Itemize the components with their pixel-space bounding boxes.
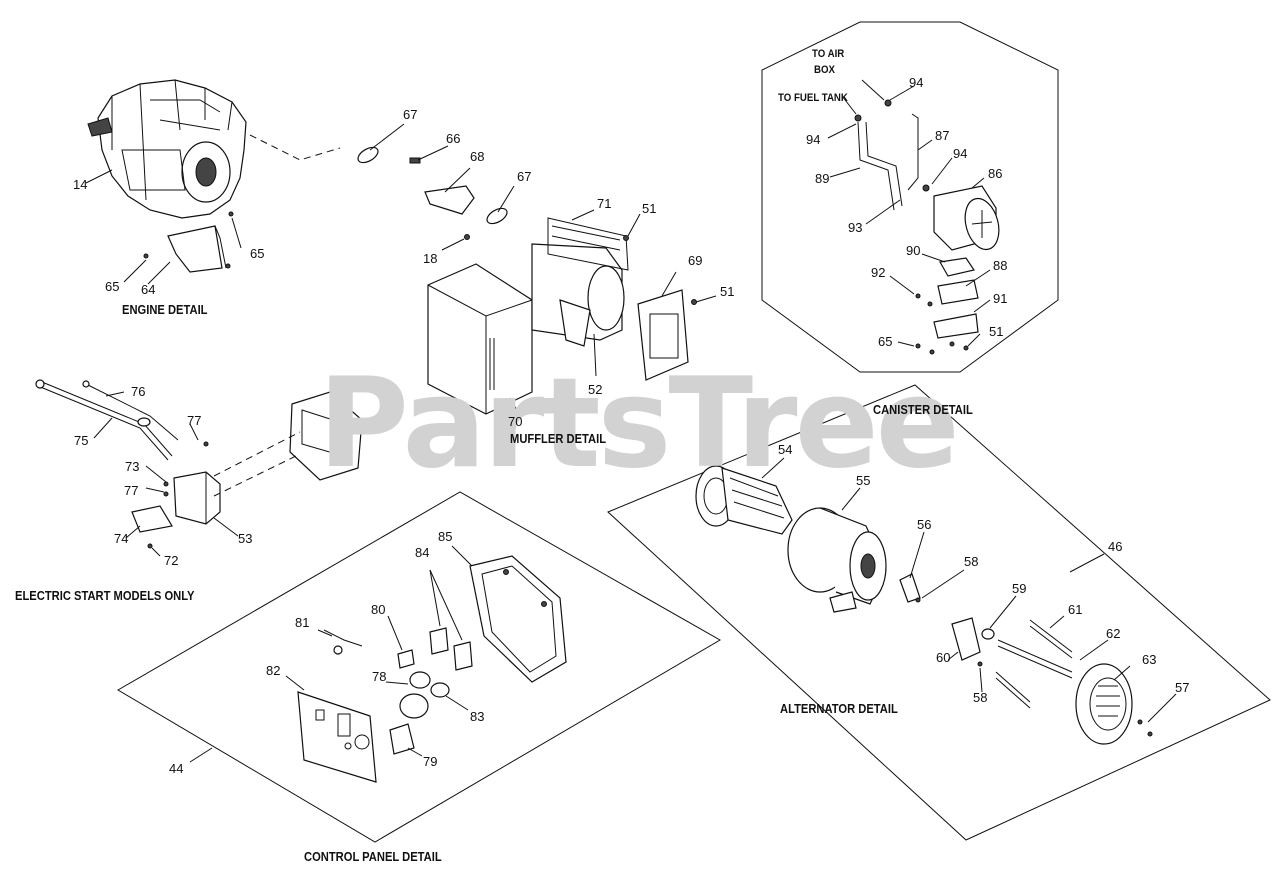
- callout-18: 18: [423, 251, 438, 266]
- canister-illustration: [854, 99, 1000, 355]
- note-to-air: TO AIR: [812, 48, 845, 60]
- callout-59: 59: [1012, 581, 1027, 596]
- callout-85: 85: [438, 529, 453, 544]
- alternator-detail-outline: [607, 384, 1271, 841]
- electric-start-leader: [213, 431, 301, 497]
- alternator-illustration: [695, 465, 1153, 745]
- callout-94: 94: [806, 132, 821, 147]
- section-title-muffler: MUFFLER DETAIL: [510, 431, 607, 446]
- canister-detail-outline: [761, 21, 1059, 373]
- callout-67: 67: [517, 169, 532, 184]
- callout-74: 74: [114, 531, 129, 546]
- callout-55: 55: [856, 473, 871, 488]
- section-title-electric-start: ELECTRIC START MODELS ONLY: [15, 588, 195, 603]
- callout-94: 94: [953, 146, 968, 161]
- callout-54: 54: [778, 442, 793, 457]
- callout-91: 91: [993, 291, 1008, 306]
- callout-93: 93: [848, 220, 863, 235]
- note-box: BOX: [814, 64, 835, 76]
- callout-70: 70: [508, 414, 523, 429]
- engine-illustration: [87, 79, 247, 273]
- section-title-alternator: ALTERNATOR DETAIL: [780, 701, 898, 716]
- callout-51: 51: [720, 284, 735, 299]
- control-panel-detail-outline: [117, 491, 721, 843]
- section-title-engine: ENGINE DETAIL: [122, 302, 208, 317]
- callout-81: 81: [295, 615, 310, 630]
- callout-14: 14: [73, 177, 88, 192]
- callout-63: 63: [1142, 652, 1157, 667]
- callout-78: 78: [372, 669, 387, 684]
- callout-65: 65: [878, 334, 893, 349]
- callout-65: 65: [105, 279, 120, 294]
- callout-84: 84: [415, 545, 430, 560]
- section-title-canister: CANISTER DETAIL: [873, 402, 973, 417]
- callout-60: 60: [936, 650, 951, 665]
- callout-90: 90: [906, 243, 921, 258]
- callout-56: 56: [917, 517, 932, 532]
- callout-71: 71: [597, 196, 612, 211]
- control-panel-illustration: [297, 555, 567, 783]
- callout-83: 83: [470, 709, 485, 724]
- callout-44: 44: [169, 761, 184, 776]
- callout-77: 77: [187, 413, 202, 428]
- callout-46: 46: [1108, 539, 1123, 554]
- callout-94: 94: [909, 75, 924, 90]
- watermark: PartsTree: [318, 352, 960, 496]
- callout-52: 52: [588, 382, 603, 397]
- callout-53: 53: [238, 531, 253, 546]
- callout-69: 69: [688, 253, 703, 268]
- callout-88: 88: [993, 258, 1008, 273]
- callout-67: 67: [403, 107, 418, 122]
- callout-57: 57: [1175, 680, 1190, 695]
- callout-68: 68: [470, 149, 485, 164]
- callout-75: 75: [74, 433, 89, 448]
- callout-64: 64: [141, 282, 156, 297]
- callout-58: 58: [973, 690, 988, 705]
- callout-58: 58: [964, 554, 979, 569]
- callout-76: 76: [131, 384, 146, 399]
- note-to-fuel-tank: TO FUEL TANK: [778, 92, 848, 104]
- callout-77: 77: [124, 483, 139, 498]
- electric-start-illustration: [35, 379, 363, 549]
- callout-62: 62: [1106, 626, 1121, 641]
- callout-61: 61: [1068, 602, 1083, 617]
- callout-89: 89: [815, 171, 830, 186]
- callout-79: 79: [423, 754, 438, 769]
- engine-muffler-leader: [249, 134, 341, 161]
- callout-87: 87: [935, 128, 950, 143]
- callout-66: 66: [446, 131, 461, 146]
- callout-73: 73: [125, 459, 140, 474]
- callout-51: 51: [642, 201, 657, 216]
- callout-92: 92: [871, 265, 886, 280]
- callout-72: 72: [164, 553, 179, 568]
- callout-80: 80: [371, 602, 386, 617]
- callout-65: 65: [250, 246, 265, 261]
- callout-51: 51: [989, 324, 1004, 339]
- muffler-illustration: [357, 146, 697, 415]
- section-title-control-panel: CONTROL PANEL DETAIL: [304, 849, 442, 864]
- callout-86: 86: [988, 166, 1003, 181]
- callout-82: 82: [266, 663, 281, 678]
